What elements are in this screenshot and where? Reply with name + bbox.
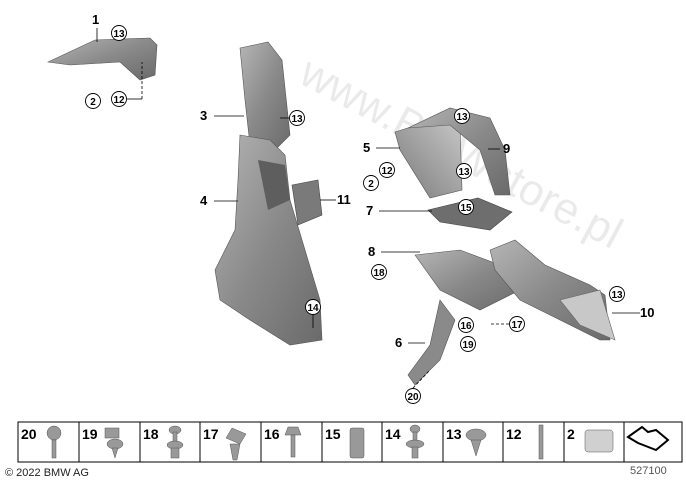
callout-circle-13: 13 <box>458 167 470 178</box>
callout-circle-13: 13 <box>291 114 303 125</box>
callout-circle-2: 2 <box>90 97 96 108</box>
callout-circle-13: 13 <box>611 290 623 301</box>
callout-circle-2: 2 <box>368 179 374 190</box>
copyright: © 2022 BMW AG <box>5 467 89 479</box>
part-5-trim[interactable] <box>394 117 463 199</box>
strip-item-13: 13 <box>446 426 462 442</box>
part-11-bracket[interactable] <box>291 179 323 226</box>
strip-item-2: 2 <box>567 426 575 442</box>
callout-3: 3 <box>200 108 207 123</box>
callout-1: 1 <box>92 12 99 27</box>
part-6-bracket[interactable] <box>407 299 456 386</box>
part-4-pillar-trim[interactable] <box>214 134 323 346</box>
callout-6: 6 <box>395 335 402 350</box>
callout-circle-20: 20 <box>407 392 419 403</box>
callout-7: 7 <box>366 203 373 218</box>
callout-circle-15: 15 <box>460 203 472 214</box>
callout-circle-17: 17 <box>511 320 523 331</box>
strip-item-17: 17 <box>203 426 219 442</box>
callout-9: 9 <box>503 141 510 156</box>
strip-item-19: 19 <box>82 426 98 442</box>
strip-item-20: 20 <box>21 426 37 442</box>
leader-lines <box>96 28 640 389</box>
callout-circle-14: 14 <box>307 303 319 314</box>
diagram-number: 527100 <box>630 465 667 477</box>
strip-item-18: 18 <box>143 426 159 442</box>
strip-item-15: 15 <box>325 426 341 442</box>
callout-circle-13: 13 <box>456 112 468 123</box>
arrow-icon <box>626 425 670 452</box>
callout-10: 10 <box>640 305 654 320</box>
callout-circle-18: 18 <box>373 268 385 279</box>
parts-strip: 20 19 18 17 16 15 14 13 12 2 <box>17 421 683 463</box>
strip-item-14: 14 <box>385 426 401 442</box>
part-1-trim[interactable] <box>46 37 158 81</box>
callout-circle-16: 16 <box>460 321 472 332</box>
callout-4: 4 <box>200 193 208 208</box>
callout-8: 8 <box>368 244 375 259</box>
callout-circle-12: 12 <box>381 166 393 177</box>
part-3-trim[interactable] <box>239 41 291 151</box>
callout-11: 11 <box>337 192 351 207</box>
callout-circle-13: 13 <box>113 29 125 40</box>
strip-item-16: 16 <box>264 426 280 442</box>
strip-item-12: 12 <box>506 426 522 442</box>
part-10-trim[interactable] <box>489 239 616 341</box>
callout-circle-12: 12 <box>113 95 125 106</box>
callout-circle-19: 19 <box>462 340 474 351</box>
callout-5: 5 <box>363 140 370 155</box>
